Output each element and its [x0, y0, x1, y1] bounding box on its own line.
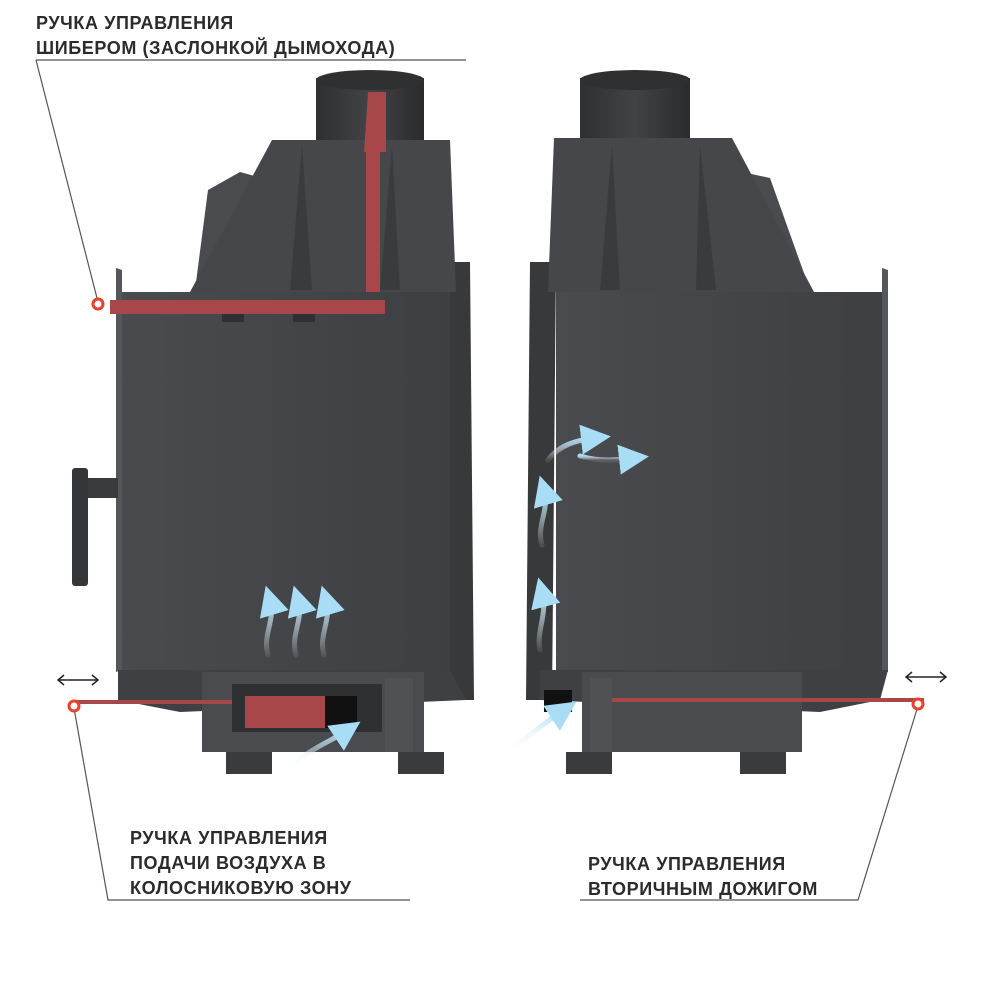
left-body — [118, 292, 450, 670]
handle-marker-icon — [67, 699, 81, 713]
airflow-arrows — [259, 424, 649, 771]
airflow-arrow-icon — [315, 585, 345, 658]
secondary-air-handle-label: РУЧКА УПРАВЛЕНИЯ ВТОРИЧНЫМ ДОЖИГОМ — [588, 852, 818, 902]
double-arrows — [56, 671, 948, 686]
leader-lines — [35, 59, 919, 901]
double-arrow-icon — [56, 674, 100, 686]
left-primary-air-rod — [72, 700, 232, 704]
left-damper-rod — [364, 92, 386, 298]
secondary-air-label-line-1: РУЧКА УПРАВЛЕНИЯ — [588, 854, 786, 874]
right-secondary-air-rod — [612, 698, 924, 702]
primary-air-label-line-2: ПОДАЧИ ВОЗДУХА В — [130, 853, 327, 873]
damper-label-line-2: ШИБЕРОМ (ЗАСЛОНКОЙ ДЫМОХОДА) — [36, 38, 396, 58]
left-fireplace — [72, 70, 474, 774]
airflow-arrow-icon — [577, 444, 649, 475]
airflow-arrow-icon — [531, 577, 561, 653]
left-damper-bar — [110, 300, 385, 314]
secondary-air-label-line-2: ВТОРИЧНЫМ ДОЖИГОМ — [588, 879, 819, 899]
handle-marker-icon — [91, 297, 105, 311]
airflow-arrow-icon — [545, 424, 611, 463]
right-fireplace — [526, 70, 924, 774]
airflow-arrow-icon — [507, 701, 577, 755]
primary-air-label-line-1: РУЧКА УПРАВЛЕНИЯ — [130, 828, 328, 848]
primary-air-handle-label: РУЧКА УПРАВЛЕНИЯ ПОДАЧИ ВОЗДУХА В КОЛОСН… — [130, 826, 352, 901]
left-door-handle — [72, 468, 88, 586]
right-body — [556, 292, 888, 670]
damper-handle-label: РУЧКА УПРАВЛЕНИЯ ШИБЕРОМ (ЗАСЛОНКОЙ ДЫМО… — [36, 11, 395, 61]
double-arrow-icon — [904, 671, 948, 683]
damper-label-line-1: РУЧКА УПРАВЛЕНИЯ — [36, 13, 234, 33]
airflow-arrow-icon — [287, 721, 361, 771]
left-chimney-rim — [316, 70, 424, 90]
handle-marker-icon — [911, 697, 925, 711]
primary-air-label-line-3: КОЛОСНИКОВУЮ ЗОНУ — [130, 878, 352, 898]
right-base — [582, 672, 802, 752]
airflow-arrow-icon — [287, 585, 317, 658]
airflow-arrow-icon — [533, 475, 563, 548]
airflow-arrow-icon — [259, 585, 289, 658]
left-primary-air-slider — [245, 696, 325, 728]
handle-markers — [67, 297, 925, 713]
